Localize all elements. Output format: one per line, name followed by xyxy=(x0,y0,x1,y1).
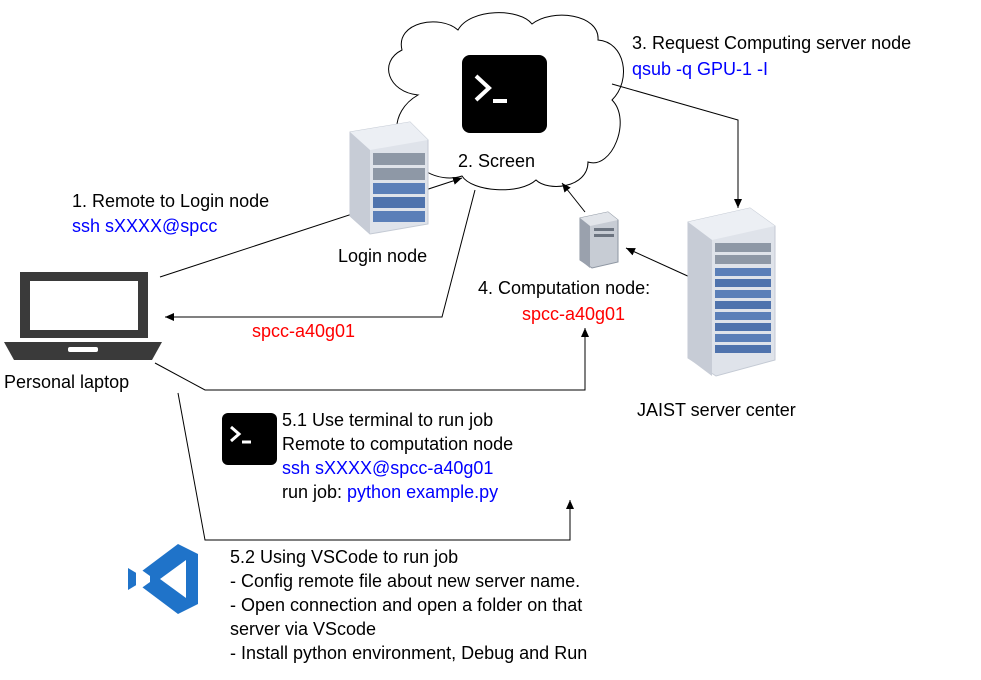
step1-title: 1. Remote to Login node xyxy=(72,191,270,211)
arrow-computation-to-cloud xyxy=(561,182,586,213)
step51-title: 5.1 Use terminal to run job xyxy=(282,410,494,430)
step51-run-command: python example.py xyxy=(347,482,499,502)
step51-block: 5.1 Use terminal to run job Remote to co… xyxy=(282,408,513,504)
login-server-icon xyxy=(349,121,429,235)
computation-node-icon xyxy=(579,211,619,269)
login-node-label: Login node xyxy=(338,246,428,266)
step51-line2: Remote to computation node xyxy=(282,434,514,454)
step3-title: 3. Request Computing server node xyxy=(632,33,912,53)
arrow-laptop-to-computation-vscode xyxy=(177,392,574,541)
server-center-label: JAIST server center xyxy=(637,400,796,420)
vscode-icon xyxy=(128,544,198,614)
arrow-server-to-computation xyxy=(625,247,693,279)
step52-line4: server via VScode xyxy=(230,619,377,639)
terminal-icon xyxy=(462,55,547,133)
arrow-laptop-to-computation-terminal xyxy=(154,328,589,391)
step51-run-line: run job: python example.py xyxy=(282,480,513,504)
step2-title: 2. Screen xyxy=(458,151,536,171)
step3-command: qsub -q GPU-1 -I xyxy=(632,59,769,79)
terminal-icon-small xyxy=(222,413,277,465)
step52-line2: - Config remote file about new server na… xyxy=(230,571,581,591)
server-rack-icon xyxy=(687,207,776,377)
step52-block: 5.2 Using VSCode to run job - Config rem… xyxy=(230,545,587,665)
computation-hostname: spcc-a40g01 xyxy=(522,304,626,324)
step1-command: ssh sXXXX@spcc xyxy=(72,216,218,236)
step52-line5: - Install python environment, Debug and … xyxy=(230,643,588,663)
laptop-icon xyxy=(4,272,162,360)
return-hostname: spcc-a40g01 xyxy=(252,321,356,341)
laptop-label: Personal laptop xyxy=(4,372,130,392)
step51-command: ssh sXXXX@spcc-a40g01 xyxy=(282,458,494,478)
arrow-cloud-to-laptop xyxy=(165,189,476,321)
step52-title: 5.2 Using VSCode to run job xyxy=(230,547,459,567)
step52-line3: - Open connection and open a folder on t… xyxy=(230,595,583,615)
step4-title: 4. Computation node: xyxy=(478,278,651,298)
arrow-cloud-to-server-center xyxy=(611,83,742,208)
step51-run-prefix: run job: xyxy=(282,482,348,502)
